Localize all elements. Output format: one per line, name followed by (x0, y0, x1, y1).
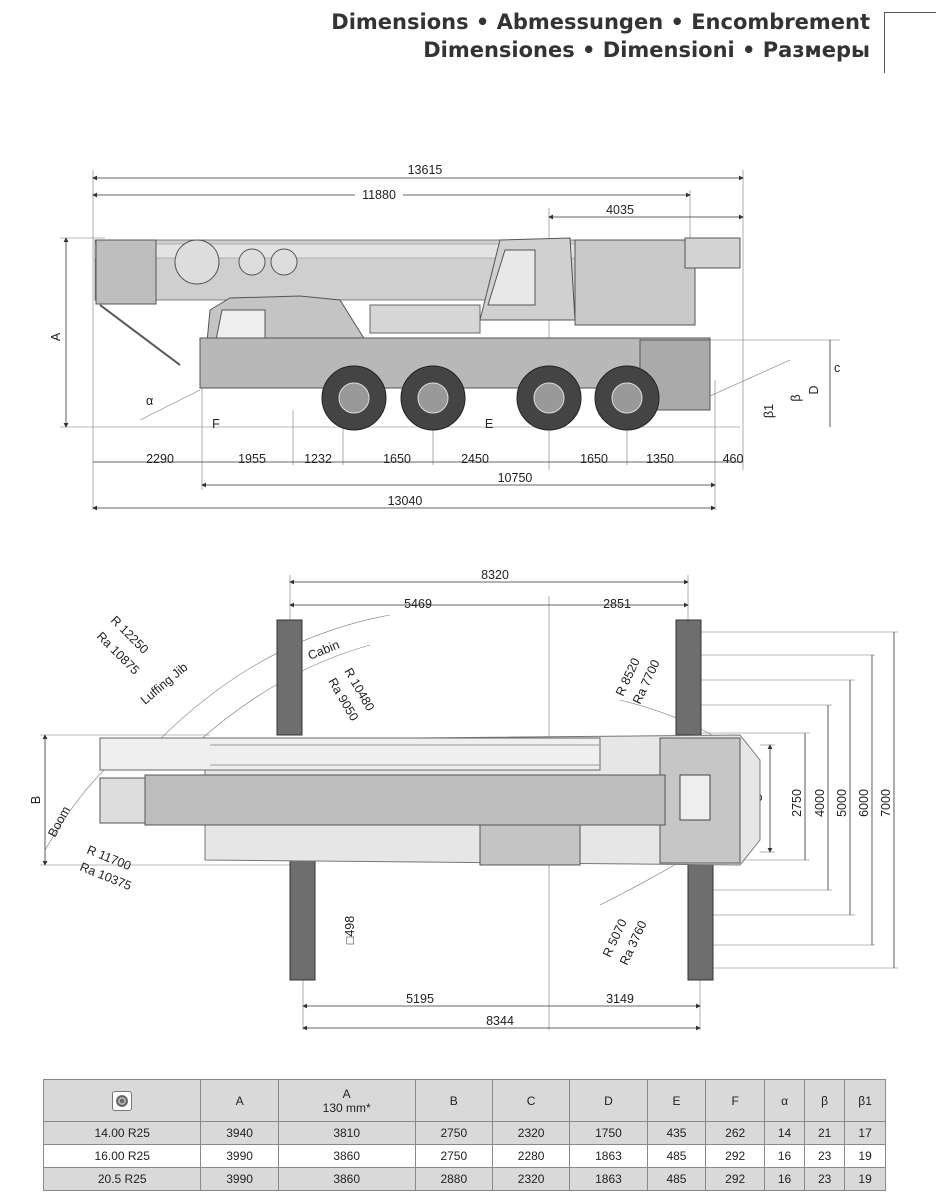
cell: 485 (646, 1144, 707, 1168)
cell: 2280 (491, 1144, 571, 1168)
dim-11880: 11880 (362, 188, 396, 202)
cell: 435 (646, 1121, 707, 1145)
dim-10750: 10750 (498, 471, 533, 485)
header-F: F (705, 1079, 766, 1122)
dim-bottom-5: 1650 (580, 452, 608, 466)
width-7000: 7000 (879, 789, 893, 817)
header-beta: β (804, 1079, 846, 1122)
label-F: F (212, 417, 220, 431)
cell: 2320 (491, 1121, 571, 1145)
dim-bottom-0: 2290 (146, 452, 174, 466)
header-E: E (646, 1079, 707, 1122)
cell: 2880 (414, 1167, 493, 1191)
dim-bottom-3: 1650 (383, 452, 411, 466)
boom-label: Boom (45, 804, 73, 839)
label-E: E (485, 417, 493, 431)
label-A: A (49, 332, 63, 341)
cell: 2320 (491, 1167, 571, 1191)
header-D: D (569, 1079, 648, 1122)
cell: 17 (844, 1121, 886, 1145)
title-line-2: Dimensiones • Dimensioni • Размеры (423, 38, 870, 62)
dim-4035: 4035 (606, 203, 634, 217)
label-c: c (834, 361, 840, 375)
width-5000: 5000 (835, 789, 849, 817)
cabin-label: Cabin (306, 638, 342, 663)
cell: 3860 (277, 1167, 416, 1191)
dim-5195: 5195 (406, 992, 434, 1006)
label-beta1: β1 (762, 404, 776, 418)
width-2750: 2750 (790, 789, 804, 817)
dim-8344: 8344 (486, 1014, 514, 1028)
side-view: 13615 11880 4035 2290 1955 1232 1650 245… (49, 163, 840, 511)
top-view: 8320 5469 2851 5195 3149 8344 B C 2750 4… (29, 568, 898, 1031)
cell: 292 (705, 1167, 766, 1191)
cell: 3940 (200, 1121, 279, 1145)
cell: 292 (705, 1144, 766, 1168)
width-4000: 4000 (813, 789, 827, 817)
dim-13040: 13040 (388, 494, 423, 508)
header-beta1: β1 (844, 1079, 886, 1122)
cell: 16.00 R25 (42, 1144, 202, 1168)
cell: 20.5 R25 (42, 1167, 202, 1191)
cell: 16 (764, 1167, 806, 1191)
cell: 485 (646, 1167, 707, 1191)
cell: 23 (804, 1144, 846, 1168)
cell: 16 (764, 1144, 806, 1168)
title-bracket (884, 12, 936, 73)
header-A-130-sub: 130 mm* (322, 1100, 371, 1115)
cell: 2750 (414, 1144, 493, 1168)
cell: 262 (705, 1121, 766, 1145)
cell: 19 (844, 1167, 886, 1191)
dim-2851: 2851 (603, 597, 631, 611)
cell: 3860 (277, 1144, 416, 1168)
dim-bottom-4: 2450 (461, 452, 489, 466)
tire-icon (112, 1090, 133, 1111)
dim-8320: 8320 (481, 568, 509, 582)
header-A-130-label: A (342, 1086, 351, 1101)
dim-bottom-6: 1350 (646, 452, 674, 466)
dim-bottom-1: 1955 (238, 452, 266, 466)
pad-size: □498 (343, 916, 357, 944)
cell: 2750 (414, 1121, 493, 1145)
dim-13615: 13615 (408, 163, 443, 177)
title-line-1: Dimensions • Abmessungen • Encombrement (331, 10, 870, 34)
header-alpha: α (764, 1079, 806, 1122)
cell: 3810 (277, 1121, 416, 1145)
cell: 3990 (200, 1144, 279, 1168)
width-6000: 6000 (857, 789, 871, 817)
technical-drawing: 13615 11880 4035 2290 1955 1232 1650 245… (29, 163, 898, 1031)
header-B: B (414, 1079, 493, 1122)
dim-3149: 3149 (606, 992, 634, 1006)
dim-bottom-7: 460 (723, 452, 744, 466)
crane-side-illustration (94, 237, 741, 431)
dim-bottom-2: 1232 (304, 452, 332, 466)
label-B: B (29, 796, 43, 804)
label-beta: β (789, 394, 803, 401)
cell: 1863 (569, 1144, 648, 1168)
dim-5469: 5469 (404, 597, 432, 611)
cell: 23 (804, 1167, 846, 1191)
cell: 21 (804, 1121, 846, 1145)
header-A: A (200, 1079, 279, 1122)
cell: 3990 (200, 1167, 279, 1191)
cell: 14.00 R25 (42, 1121, 202, 1145)
crane-top-illustration (99, 619, 761, 981)
luffing-label: Luffing Jib (138, 660, 191, 707)
cell: 19 (844, 1144, 886, 1168)
page-title: Dimensions • Abmessungen • Encombrement … (331, 8, 870, 64)
cell: 1750 (569, 1121, 648, 1145)
label-D: D (807, 385, 821, 394)
header-tire (42, 1079, 202, 1122)
cell: 14 (764, 1121, 806, 1145)
cell: 1863 (569, 1167, 648, 1191)
label-alpha: α (146, 394, 153, 408)
header-C: C (491, 1079, 571, 1122)
